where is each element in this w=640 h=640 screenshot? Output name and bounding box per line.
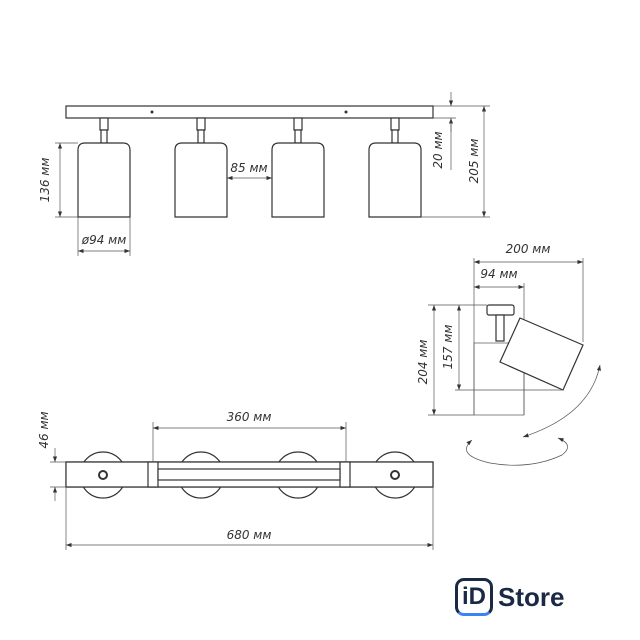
dim-tilted-width: 200 мм [506,242,551,256]
front-view: 136 мм ø94 мм 85 мм 20 мм 205 мм [38,92,490,256]
dim-bar-width: 46 мм [37,411,51,448]
bottom-view: 360 мм 46 мм 680 мм [37,410,434,550]
dim-base-height: 20 мм [431,131,445,168]
tilt-rotation-arrow-icon [522,364,601,438]
dim-gap: 85 мм [230,161,267,175]
swivel-rotation-arrow-icon [466,437,568,466]
idstore-logo: iD Store [455,578,564,616]
logo-mark: iD [455,578,493,616]
dim-height-204: 204 мм [416,340,430,385]
side-view: 200 мм 94 мм 157 мм 204 мм [416,242,601,466]
dim-shade-height: 136 мм [38,158,52,203]
logo-name: Store [498,581,565,612]
ceiling-bar [65,105,434,119]
spot-shades [77,117,422,218]
dim-height-157: 157 мм [441,325,455,370]
dim-total-height: 205 мм [467,139,481,184]
dim-side-shade-width: 94 мм [480,267,517,281]
dim-diameter: ø94 мм [81,233,127,247]
dim-mount-spacing: 360 мм [227,410,272,424]
dim-length: 680 мм [227,528,272,542]
